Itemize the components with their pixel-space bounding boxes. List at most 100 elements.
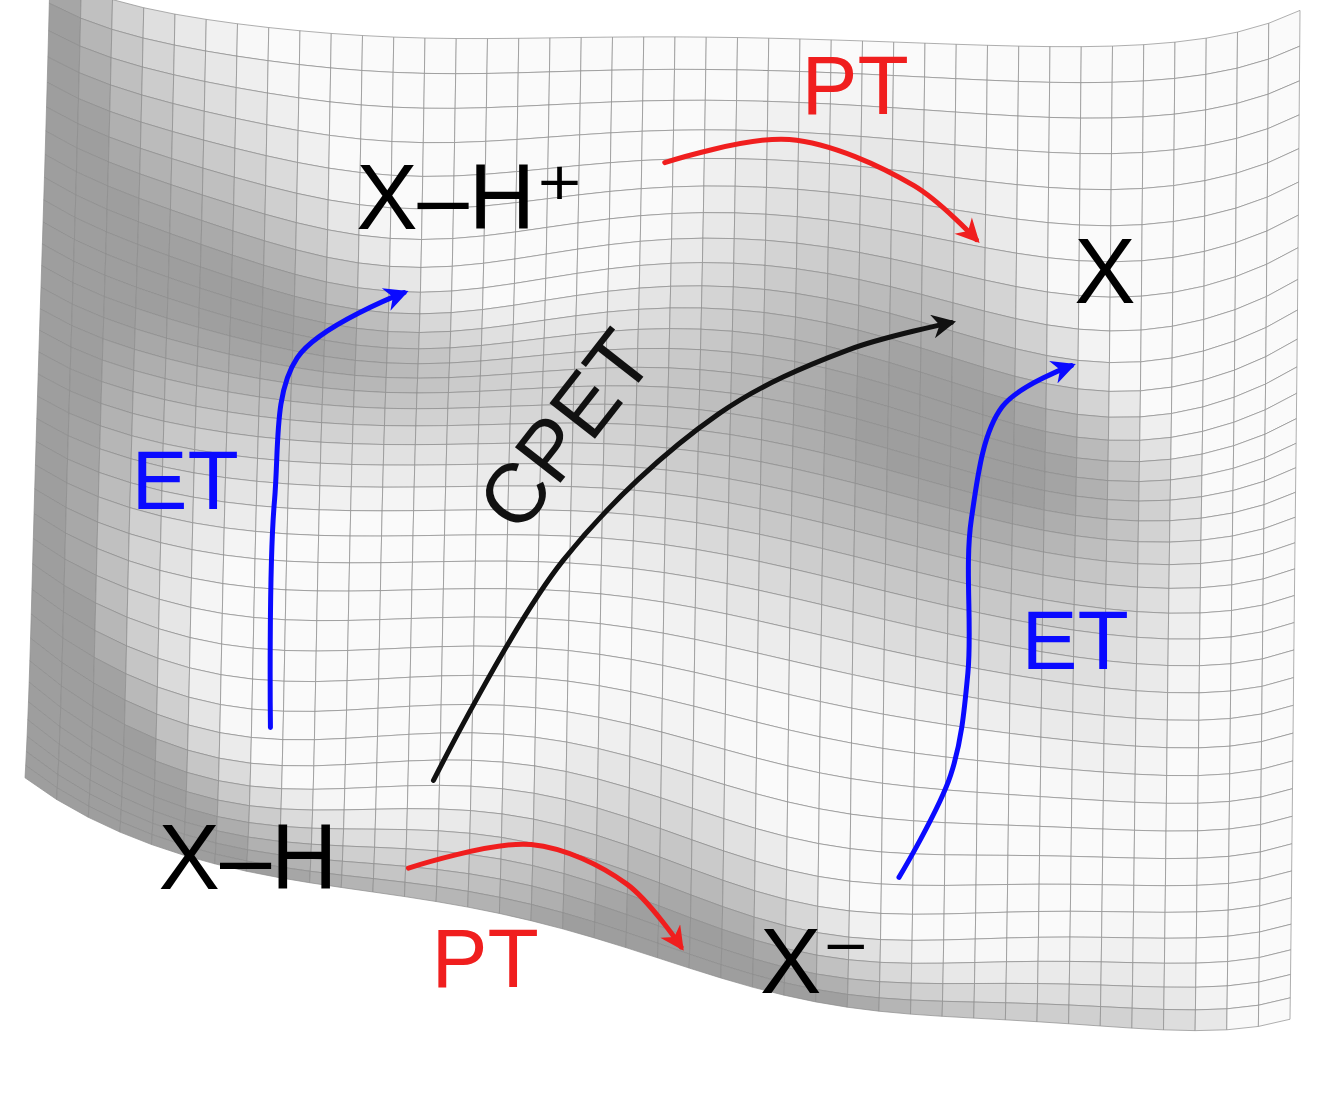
surface-cell [1196,936,1228,963]
surface-cell [486,73,518,108]
surface-cell [345,736,377,764]
surface-cell [915,687,947,724]
surface-cell [1206,32,1238,74]
surface-cell [1077,437,1109,461]
surface-cell [1111,189,1143,226]
surface-cell [1076,458,1108,481]
surface-cell [455,108,487,143]
surface-cell [1136,718,1168,747]
surface-cell [1230,714,1262,746]
surface-cell [329,102,361,139]
surface-cell [352,444,384,465]
surface-cell [341,875,373,892]
surface-cell [732,310,764,335]
surface-cell [631,628,663,665]
surface-cell [1164,1009,1196,1030]
surface-cell [1200,560,1232,588]
surface-cell [671,263,703,287]
surface-cell [955,145,987,181]
surface-cell [787,802,819,844]
surface-cell [472,733,504,762]
surface-cell [608,265,640,291]
surface-cell [765,240,797,269]
surface-cell [915,720,947,757]
surface-cell [1007,884,1039,912]
surface-cell [1143,42,1175,81]
surface-cell [1201,536,1233,563]
surface-cell [797,189,829,220]
surface-cell [361,71,393,108]
surface-cell [1108,417,1140,440]
surface-cell [737,38,769,71]
surface-cell [1195,986,1227,1010]
surface-cell [768,38,800,71]
surface-cell [486,106,518,141]
surface-cell [288,484,320,510]
surface-cell [788,766,820,809]
surface-cell [955,79,987,114]
surface-cell [1198,774,1230,803]
surface-cell [439,785,471,810]
surface-cell [1132,1008,1164,1030]
surface-cell [442,646,474,676]
surface-cell [418,348,450,364]
surface-cell [1071,856,1103,884]
surface-cell [1229,797,1261,829]
surface-cell [419,313,451,333]
surface-cell [640,214,672,242]
surface-cell [412,535,444,562]
surface-cell [1139,459,1171,481]
surface-cell [1018,46,1050,82]
surface-cell [517,105,549,140]
surface-cell [767,131,799,161]
surface-cell [1006,983,1038,1003]
surface-cell [915,656,947,693]
surface-cell [975,962,1007,984]
surface-cell [445,510,477,535]
surface-cell [632,569,664,603]
surface-cell [438,809,470,833]
surface-cell [1077,414,1109,440]
surface-cell [735,159,767,188]
surface-cell [1166,831,1198,859]
surface-cell [1041,737,1073,769]
surface-cell [356,328,388,348]
step-label: PT [432,916,539,1000]
surface-cell [220,705,252,738]
surface-cell [974,983,1006,1002]
surface-cell [537,590,569,621]
surface-cell [452,263,484,291]
surface-cell [1198,801,1230,830]
surface-cell [828,220,860,252]
surface-cell [450,329,482,348]
surface-cell [1040,797,1072,828]
surface-cell [797,217,829,248]
surface-cell [607,288,639,312]
surface-cell [1039,856,1071,885]
surface-cell [1136,637,1168,665]
surface-cell [470,811,502,838]
surface-cell [315,681,347,712]
surface-cell [504,676,536,708]
surface-cell [1195,1009,1227,1031]
reaction-arrow [665,139,977,239]
surface-cell [609,216,641,245]
surface-cell [860,196,892,230]
surface-cell [576,291,608,315]
surface-cell [944,913,976,940]
surface-cell [580,102,612,135]
surface-cell [1142,222,1174,261]
surface-cell [599,654,631,691]
surface-cell [1142,150,1174,189]
surface-cell [1164,938,1196,963]
surface-cell [883,681,915,720]
surface-cell [376,761,408,787]
surface-cell [1038,911,1070,937]
surface-cell [222,613,254,648]
surface-cell [1109,362,1141,392]
surface-cell [1041,708,1073,741]
surface-cell [223,555,255,588]
surface-cell [299,65,331,102]
surface-cell [1228,932,1260,961]
surface-cell [706,37,738,70]
